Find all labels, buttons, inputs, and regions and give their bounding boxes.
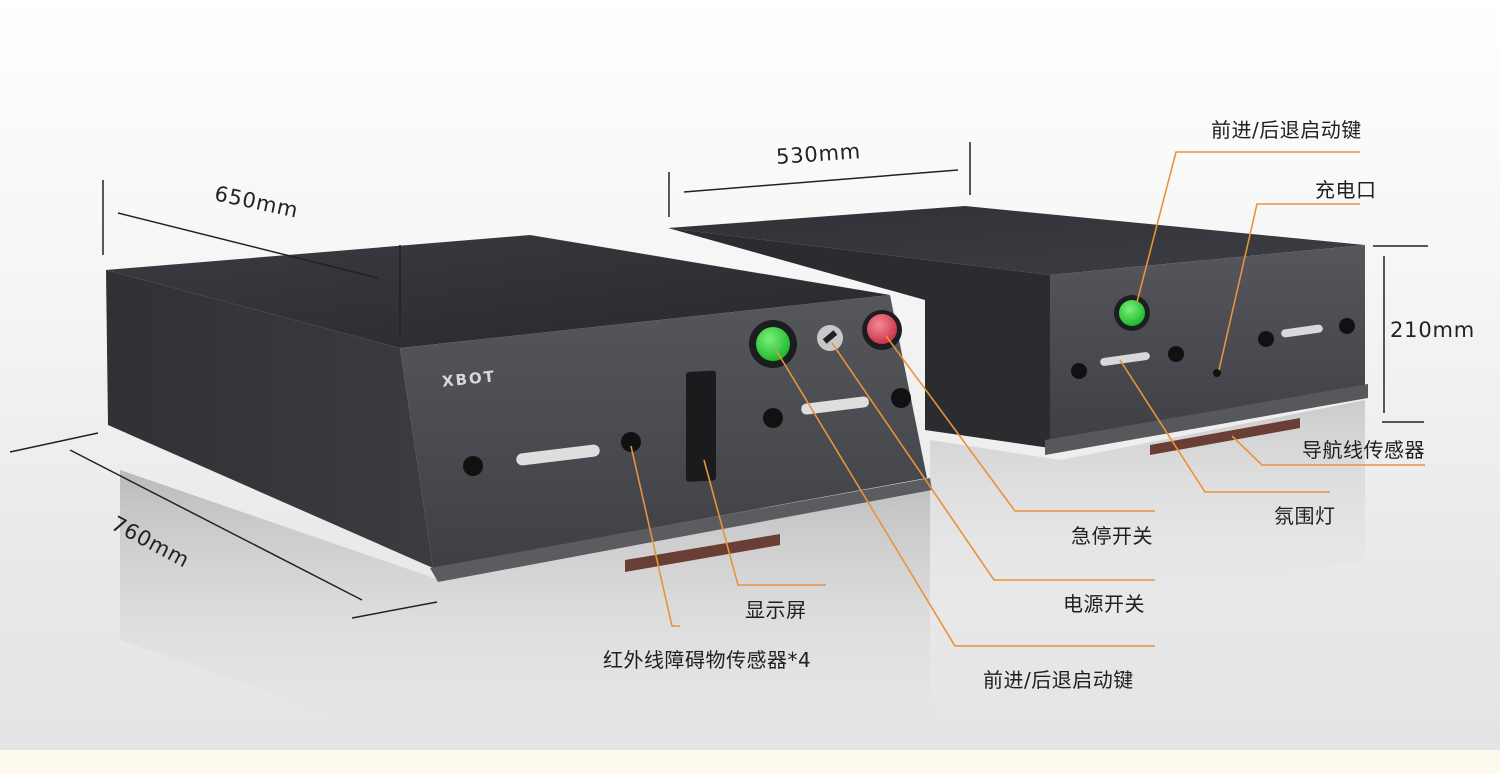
right-sensor-1	[1071, 363, 1087, 379]
left-ambient-light-left	[516, 444, 600, 466]
right-robot-bumper	[1150, 418, 1300, 455]
leader-nav-sensor	[1231, 435, 1425, 466]
left-robot-top	[106, 235, 890, 348]
left-robot-reflection	[120, 470, 930, 750]
right-robot-top	[668, 206, 1365, 275]
footer-band	[0, 750, 1500, 774]
dim-760-ext-top	[9, 432, 99, 453]
left-sensor-2	[621, 432, 641, 452]
product-illustration: XBOT 650mm 530mm 210mm 760mm 前进/后退启动键 充电…	[0, 0, 1500, 750]
dim-760-ext-bottom	[351, 601, 438, 619]
leader-forward-back-top	[1136, 151, 1360, 303]
right-sensor-4	[1339, 318, 1355, 334]
emergency-stop-button	[867, 314, 897, 344]
right-robot-reflection	[930, 400, 1365, 620]
left-ambient-light-right	[801, 396, 869, 415]
left-robot-front	[400, 295, 927, 568]
power-key-slot	[822, 330, 838, 344]
callout-ir-obstacle-sensor: 红外线障碍物传感器*4	[603, 648, 812, 672]
dimension-lines	[9, 142, 1428, 619]
right-robot-side	[668, 228, 1050, 448]
leader-lines	[630, 151, 1425, 647]
display-slot	[686, 370, 716, 482]
left-robot-bumper	[625, 534, 780, 572]
left-sensor-4	[891, 388, 911, 408]
right-ambient-light-right	[1281, 324, 1323, 338]
callout-emergency-stop: 急停开关	[1071, 524, 1153, 548]
right-robot	[668, 206, 1368, 455]
left-sensor-3	[763, 408, 783, 428]
dim-760-line	[69, 449, 363, 601]
leader-forward-back-bottom	[775, 349, 1155, 647]
left-robot-base	[430, 478, 932, 582]
leader-power-switch	[831, 342, 1155, 581]
left-robot	[106, 235, 932, 582]
callout-forward-back-bottom: 前进/后退启动键	[983, 668, 1134, 692]
right-robot-front	[1050, 245, 1365, 440]
right-ambient-light-left	[1100, 352, 1150, 366]
leader-emergency-stop	[885, 335, 1155, 512]
leader-ambient-light	[1119, 359, 1330, 493]
callout-charging-port: 充电口	[1315, 178, 1377, 202]
right-sensor-3	[1258, 331, 1274, 347]
callout-ambient-light: 氛围灯	[1274, 504, 1336, 528]
leader-charging-port	[1218, 203, 1360, 371]
right-charging-port	[1213, 369, 1221, 377]
leader-display	[703, 459, 826, 586]
callout-display-screen: 显示屏	[745, 598, 807, 622]
callout-nav-line-sensor: 导航线传感器	[1302, 438, 1425, 462]
leader-ir-sensor	[630, 445, 680, 627]
right-start-button	[1119, 300, 1145, 326]
right-robot-base	[1045, 384, 1368, 455]
dim-label-height: 210mm	[1390, 318, 1475, 342]
callout-power-switch: 电源开关	[1063, 592, 1145, 616]
dim-650-line	[117, 212, 379, 279]
right-sensor-2	[1168, 346, 1184, 362]
left-start-button	[756, 327, 790, 361]
callout-forward-back-top: 前进/后退启动键	[1211, 118, 1362, 142]
robot-scene-svg	[9, 142, 1428, 750]
left-sensor-1	[463, 456, 483, 476]
left-robot-side	[106, 270, 433, 568]
dim-530-line	[683, 169, 959, 193]
